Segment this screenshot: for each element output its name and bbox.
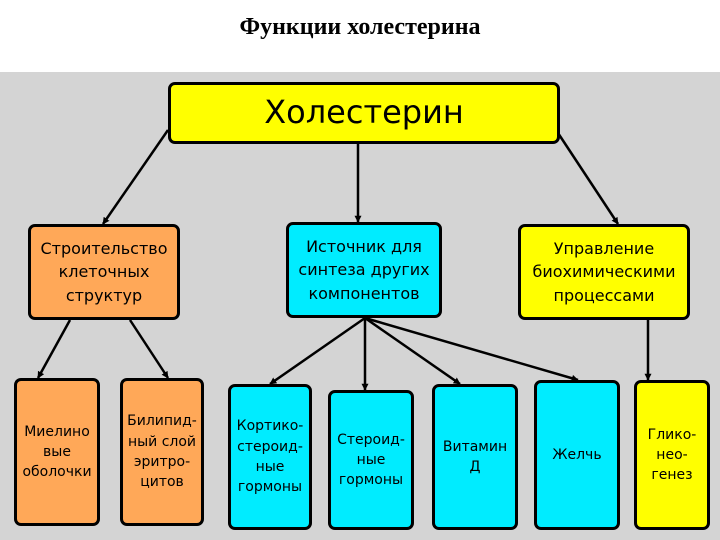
branch-source-box: Источник для синтеза других компонентов — [286, 222, 442, 318]
branch-construction-box: Строительство клеточных структур — [28, 224, 180, 320]
leaf-vitamin-d-box: Витамин Д — [432, 384, 518, 530]
arrow-source-to-vitamin-d — [364, 316, 461, 386]
arrow-construction-to-bilipid — [128, 319, 170, 379]
slide-title: Функции холестерина — [239, 14, 481, 40]
leaf-myelin-sheaths-box: Миелино вые оболочки — [14, 378, 100, 526]
arrow-root-to-construction — [101, 129, 170, 225]
arrow-source-to-corticosteroid — [269, 316, 366, 386]
leaf-bile-box: Желчь — [534, 380, 620, 530]
arrow-root-to-regulation — [556, 132, 620, 225]
arrow-construction-to-myelin — [36, 319, 72, 379]
leaf-steroid-hormones-box: Стероид- ные гормоны — [328, 390, 414, 530]
root-cholesterol-box: Холестерин — [168, 82, 560, 144]
leaf-erythrocyte-bilayer-box: Билипид- ный слой эритро- цитов — [120, 378, 204, 526]
arrow-source-to-bile — [364, 316, 579, 382]
leaf-corticosteroid-hormones-box: Кортико- стероид- ные гормоны — [228, 384, 312, 530]
leaf-gluconeogenesis-box: Глико- нео- генез — [634, 380, 710, 530]
branch-regulation-box: Управление биохимическими процессами — [518, 224, 690, 320]
